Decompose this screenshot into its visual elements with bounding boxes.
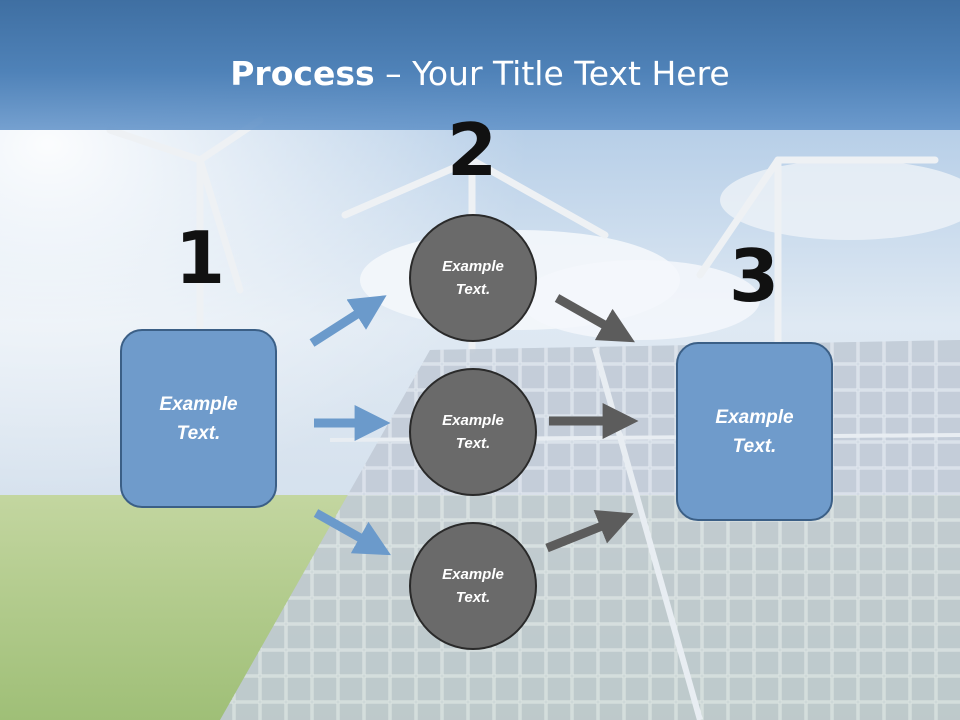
step-1-box[interactable]: Example Text.	[120, 329, 277, 508]
arrow-1-to-top	[309, 295, 387, 347]
title-rest: – Your Title Text Here	[374, 54, 730, 93]
title-bar	[0, 0, 960, 130]
circle-bottom-text: Example Text.	[442, 566, 504, 606]
arrow-top-to-3	[554, 294, 635, 343]
circle-middle-text: Example Text.	[442, 412, 504, 452]
step-number-2: 2	[446, 108, 498, 192]
step-2-circle-top[interactable]: Example Text.	[409, 214, 537, 342]
step-1-text: Example Text.	[159, 393, 238, 444]
step-number-3: 3	[728, 234, 780, 318]
step-number-1: 1	[174, 216, 226, 300]
step-2-circle-middle[interactable]: Example Text.	[409, 368, 537, 496]
circle-top-text: Example Text.	[442, 258, 504, 298]
title-bold: Process	[230, 54, 375, 93]
step-3-box[interactable]: Example Text.	[676, 342, 833, 521]
slide-title: Process – Your Title Text Here	[0, 52, 960, 96]
step-3-text: Example Text.	[715, 406, 794, 457]
arrow-1-to-bottom	[313, 509, 391, 556]
arrow-bottom-to-3	[545, 509, 634, 553]
step-2-circle-bottom[interactable]: Example Text.	[409, 522, 537, 650]
